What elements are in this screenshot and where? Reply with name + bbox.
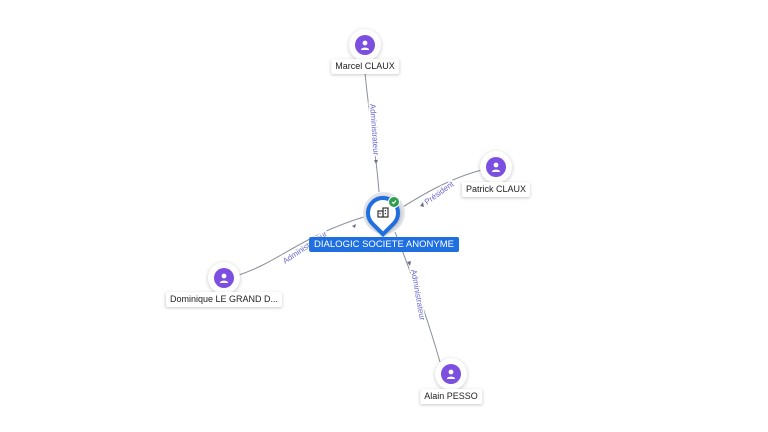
person-node-marcel[interactable]	[349, 29, 381, 61]
arrow-head	[374, 160, 378, 164]
person-icon	[486, 157, 506, 177]
edge-label-marcel: Administrateur	[368, 104, 381, 156]
arrow-head	[407, 261, 411, 266]
arrow-head	[420, 202, 424, 207]
person-node-dominique[interactable]	[208, 262, 240, 294]
person-label-alain[interactable]: Alain PESSO	[420, 389, 482, 404]
person-label-marcel[interactable]: Marcel CLAUX	[331, 59, 399, 74]
person-icon	[214, 268, 234, 288]
building-icon	[377, 207, 389, 218]
company-label[interactable]: DIALOGIC SOCIETE ANONYME	[309, 237, 459, 252]
person-label-patrick[interactable]: Patrick CLAUX	[461, 182, 531, 197]
person-node-alain[interactable]	[435, 358, 467, 390]
edge-label-alain: Administrateur	[409, 269, 427, 322]
person-node-patrick[interactable]	[480, 151, 512, 183]
person-label-dominique[interactable]: Dominique LE GRAND D...	[165, 292, 283, 307]
person-icon	[355, 35, 375, 55]
check-badge-icon	[388, 196, 400, 208]
edge-marcel: Administrateur	[364, 71, 382, 193]
person-icon	[441, 364, 461, 384]
arrow-head	[352, 224, 356, 228]
